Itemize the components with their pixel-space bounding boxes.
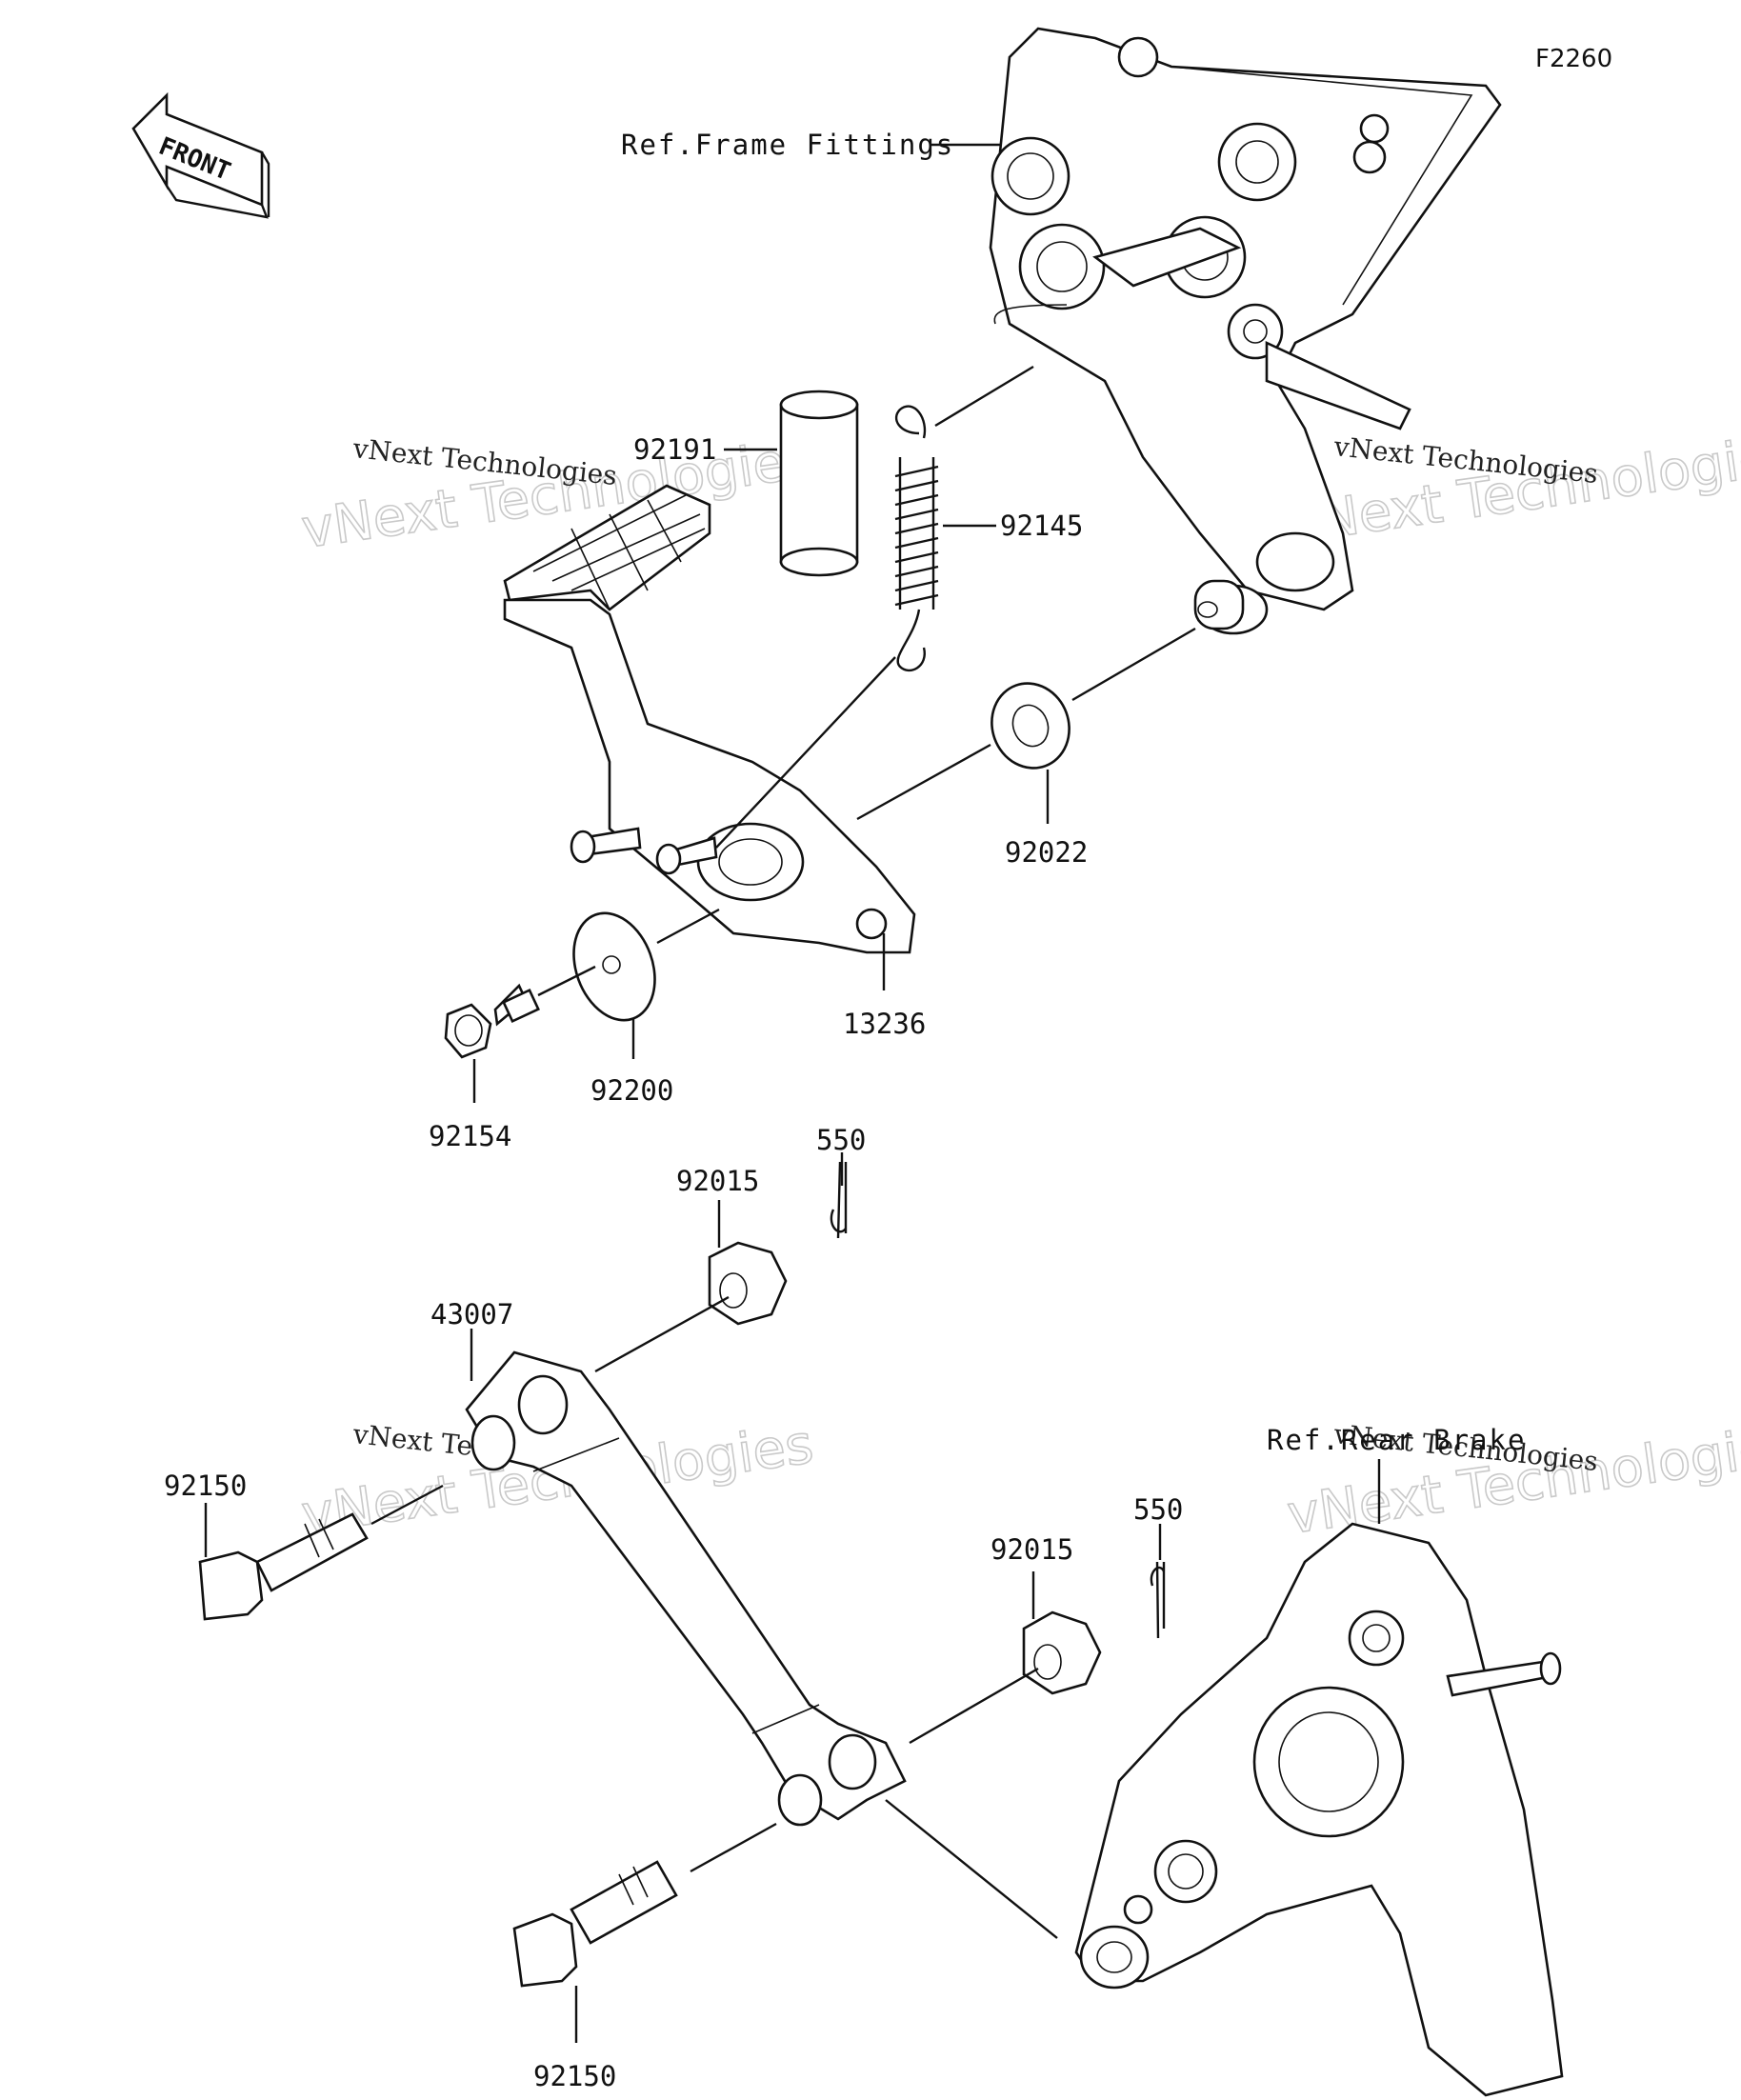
part-label-92145: 92145: [1000, 510, 1083, 542]
part-label-13236: 13236: [843, 1008, 926, 1040]
part-label-92154: 92154: [429, 1120, 511, 1152]
part-label-92015-bottom: 92015: [991, 1533, 1073, 1566]
bolt-92154: [444, 983, 540, 1059]
part-label-92150-bottom: 92150: [533, 2060, 616, 2092]
nut-92015-bottom: [1022, 1610, 1102, 1695]
part-label-550-bottom: 550: [1133, 1493, 1183, 1526]
front-arrow-icon: FRONT: [131, 91, 270, 219]
part-label-43007: 43007: [430, 1298, 513, 1330]
collar-92191: [779, 390, 859, 577]
spring-92145: [894, 365, 1034, 672]
watermark-top-right: vNext Technologies vNext Technologies: [1283, 422, 1741, 556]
watermark-top-left: vNext Technologies vNext Technologies: [297, 427, 818, 561]
part-label-550-top: 550: [816, 1124, 866, 1156]
brake-pedal-13236: [503, 484, 916, 954]
part-label-92200: 92200: [590, 1074, 673, 1107]
ref-rear-brake-label: Ref.Rear Brake: [1267, 1424, 1526, 1456]
cotter-pin-550-bottom: [1150, 1561, 1166, 1639]
bolt-92150-top: [198, 1512, 369, 1621]
part-label-92015-top: 92015: [676, 1165, 759, 1197]
ref-frame-fittings-label: Ref.Frame Fittings: [621, 129, 954, 161]
diagram-code: F2260: [1535, 45, 1612, 73]
nut-92015-top: [708, 1241, 788, 1326]
part-label-92022: 92022: [1005, 836, 1088, 869]
washer-92200: [572, 911, 656, 1022]
brake-rod-43007: [465, 1350, 907, 1827]
washer-92022: [991, 682, 1071, 770]
bolt-92150-bottom: [512, 1860, 678, 1988]
part-label-92150-top: 92150: [164, 1470, 247, 1502]
cotter-pin-550-top: [830, 1161, 848, 1239]
part-label-92191: 92191: [633, 433, 716, 466]
frame-fittings-bracket: [989, 27, 1502, 635]
rear-brake-assembly: [1074, 1522, 1564, 2097]
